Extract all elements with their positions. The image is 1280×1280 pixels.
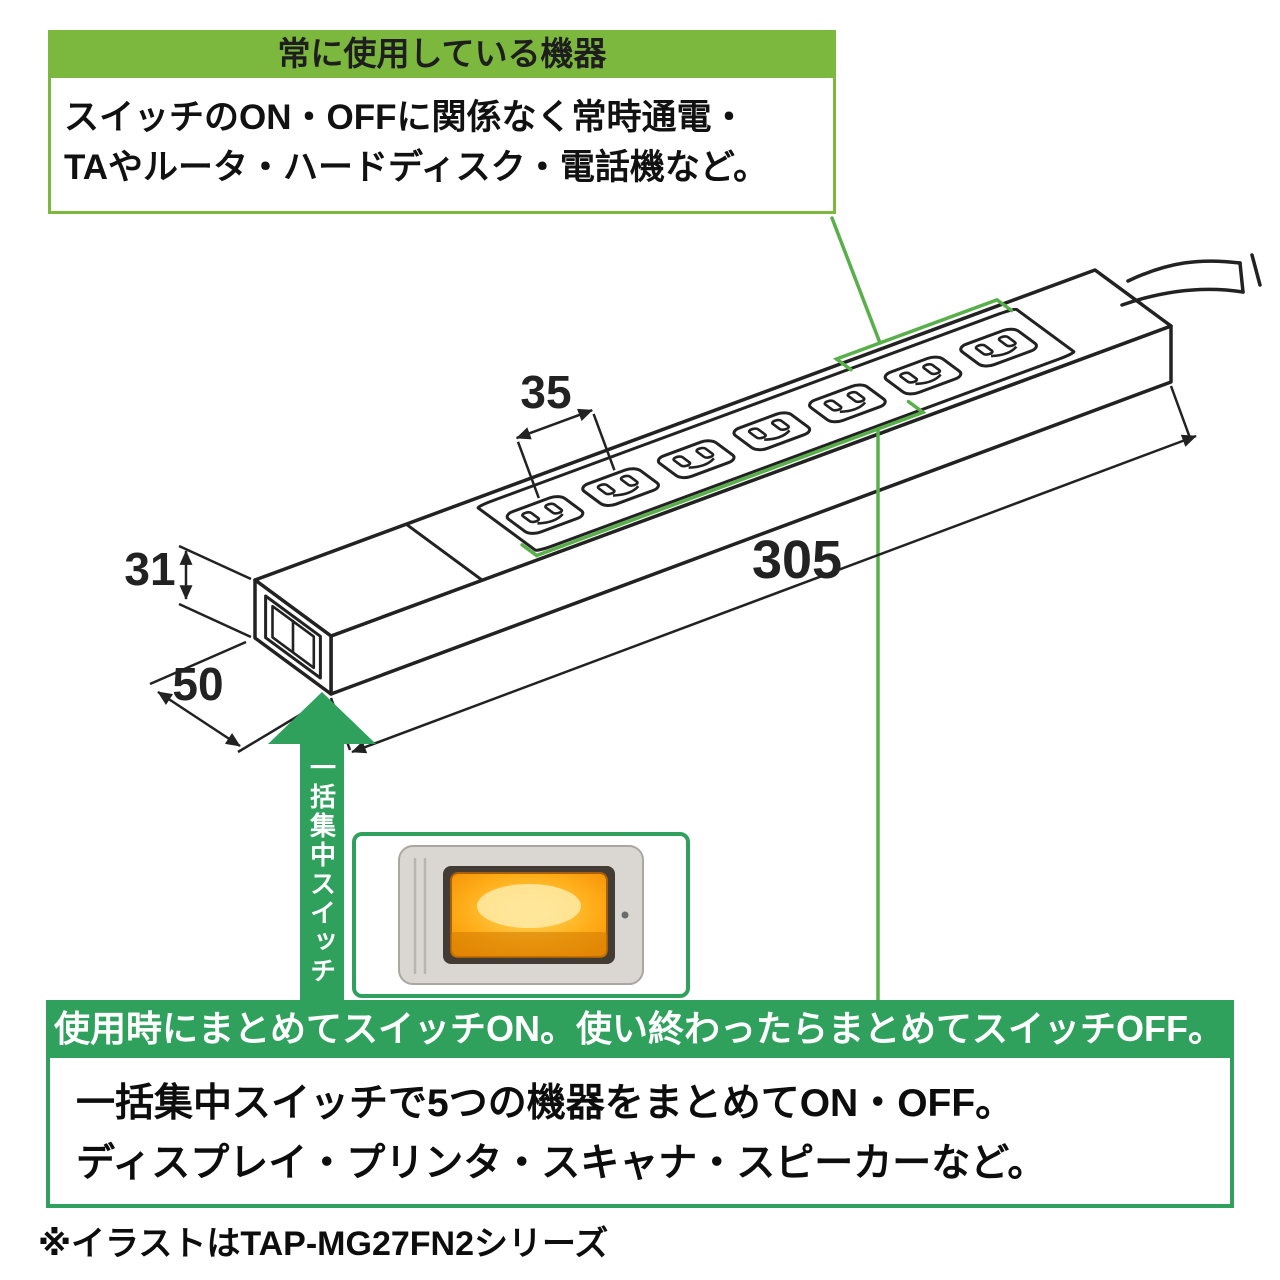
callout-leader-line bbox=[830, 216, 882, 345]
usage-banner: 使用時にまとめてスイッチON。使い終わったらまとめてスイッチOFF。 bbox=[46, 1000, 1234, 1058]
indicator-dot bbox=[621, 911, 629, 919]
always-on-title: 常に使用している機器 bbox=[48, 30, 836, 78]
dim-pitch-label: 35 bbox=[520, 366, 571, 418]
usage-line1: 一括集中スイッチで5つの機器をまとめてON・OFF。 bbox=[76, 1082, 1015, 1125]
rocker-highlight bbox=[477, 884, 581, 928]
always-on-outlets-bracket bbox=[832, 297, 1014, 372]
always-on-description: スイッチのON・OFFに関係なく常時通電・ TAやルータ・ハードディスク・電話機… bbox=[48, 78, 836, 214]
footnote: ※イラストはTAP-MG27FN2シリーズ bbox=[38, 1225, 609, 1263]
dim-height-label: 31 bbox=[124, 543, 175, 595]
usage-line2: ディスプレイ・プリンタ・スキャナ・スピーカーなど。 bbox=[76, 1142, 1047, 1186]
dim-width-label: 50 bbox=[172, 658, 223, 710]
dim-length-label: 305 bbox=[752, 530, 842, 590]
always-on-line1: スイッチのON・OFFに関係なく常時通電・ bbox=[64, 98, 747, 137]
rocker-lower-band bbox=[451, 932, 607, 957]
master-switch-arrow: 一括集中スイッチ bbox=[300, 744, 344, 1000]
always-on-callout: 常に使用している機器 スイッチのON・OFFに関係なく常時通電・ TAやルータ・… bbox=[48, 30, 836, 214]
usage-detail-box: 一括集中スイッチで5つの機器をまとめてON・OFF。 ディスプレイ・プリンタ・ス… bbox=[46, 1058, 1234, 1208]
master-switch-arrow-head bbox=[268, 692, 376, 744]
rocker-switch-photo bbox=[398, 845, 644, 985]
always-on-line2: TAやルータ・ハードディスク・電話機など。 bbox=[64, 148, 769, 188]
master-switch-arrow-label: 一括集中スイッチ bbox=[306, 754, 337, 986]
switch-photo-box bbox=[352, 832, 690, 998]
power-cord bbox=[1120, 253, 1262, 307]
